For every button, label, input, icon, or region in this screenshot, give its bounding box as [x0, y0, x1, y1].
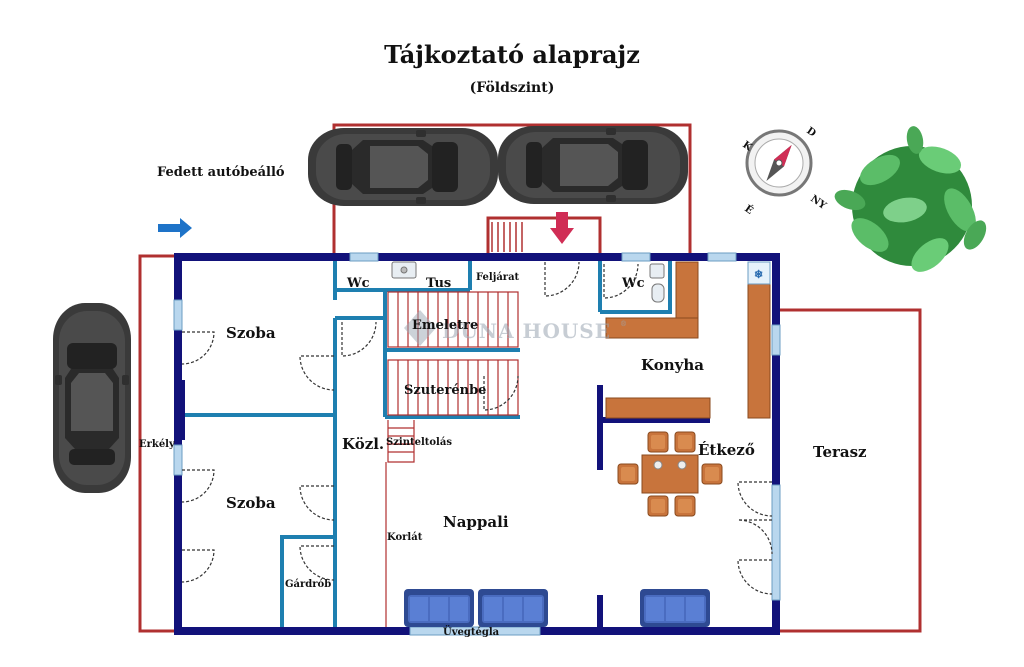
- label-feljarat: Feljárat: [476, 272, 520, 283]
- compass-label-ny: NY: [808, 193, 828, 212]
- car-icon: [53, 303, 131, 493]
- label-szoba-2: Szoba: [226, 494, 276, 512]
- label-szuterenbe: Szuterénbe: [404, 383, 486, 398]
- compass-label-d: D: [804, 125, 818, 139]
- kitchen-counters: [605, 261, 771, 419]
- dining-set: [617, 431, 723, 517]
- partition-walls: [179, 380, 710, 627]
- inner-walls: [182, 261, 672, 627]
- label-wc-2: Wc: [621, 276, 645, 291]
- compass-label-e: É: [742, 203, 755, 217]
- windows: [173, 252, 781, 636]
- plant-icon: [834, 126, 987, 272]
- label-etkezo: Étkező: [698, 441, 755, 459]
- label-carport: Fedett autóbeálló: [157, 165, 285, 180]
- sofas: [404, 589, 710, 627]
- fridge-icon: ❄: [754, 268, 763, 281]
- label-nappali: Nappali: [443, 513, 509, 531]
- watermark-text: DUNA HOUSE: [442, 319, 611, 343]
- staircase: [385, 291, 519, 627]
- door-swings: [181, 261, 773, 595]
- car-icon: [498, 126, 688, 204]
- label-tus: Tus: [426, 276, 451, 291]
- label-erkely: Erkély: [139, 439, 176, 450]
- entrance-steps: [491, 222, 523, 252]
- label-terasz: Terasz: [813, 443, 867, 461]
- compass-icon: [745, 129, 813, 197]
- label-emeletre: Emeletre: [412, 318, 478, 333]
- label-wc: Wc: [346, 276, 370, 291]
- label-kozl: Közl.: [342, 435, 384, 453]
- watermark-mark: ®: [620, 319, 627, 328]
- plan-subtitle: (Földszint): [469, 80, 555, 96]
- label-szoba-1: Szoba: [226, 324, 276, 342]
- label-korlat: Korlát: [387, 532, 423, 543]
- direction-arrow-icon: [550, 212, 574, 244]
- room-labels: Fedett autóbeálló Wc Tus Feljárat Wc Szo…: [139, 165, 867, 638]
- label-konyha: Konyha: [641, 356, 704, 374]
- label-gardrob: Gárdrób: [285, 579, 331, 590]
- bathroom-fixtures: [391, 261, 665, 303]
- car-icon: [308, 128, 498, 206]
- plan-title: Tájkoztató alaprajz: [384, 40, 640, 69]
- watermark: DUNA HOUSE ®: [404, 310, 627, 346]
- label-uvegtegla: Üvegtégla: [443, 625, 500, 638]
- label-szinteltolas: Szinteltolás: [386, 437, 452, 448]
- entrance-arrow-icon: [158, 218, 192, 238]
